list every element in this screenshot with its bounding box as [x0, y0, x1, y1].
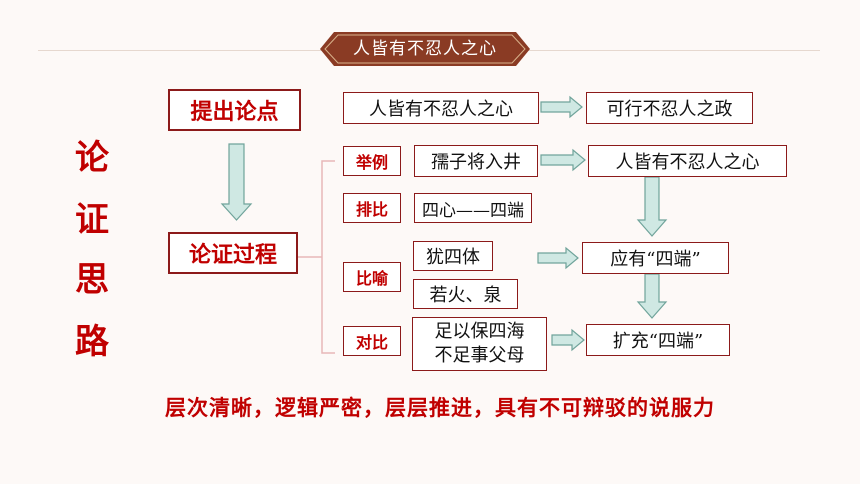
- item-contrast-box: 足以保四海 不足事父母: [412, 317, 547, 371]
- thesis-label-box: 提出论点: [168, 89, 301, 131]
- item-contrast-line-1: 足以保四海: [434, 321, 525, 342]
- conclusion-text: 层次清晰，逻辑严密，层层推进，具有不可辩驳的说服力: [165, 395, 715, 420]
- method-metaphor-label: 比喻: [343, 262, 401, 292]
- result-3-box: 扩充“四端”: [586, 324, 730, 356]
- header-badge-frame: [320, 32, 530, 66]
- side-title-char-1: 论: [75, 138, 109, 178]
- result-1-box: 人皆有不忍人之心: [588, 145, 787, 177]
- header-title: 人皆有不忍人之心: [353, 39, 497, 59]
- argument-label-box: 论证过程: [168, 232, 298, 274]
- down-arrow-result-1: [636, 176, 668, 237]
- thesis-from-box: 人皆有不忍人之心: [343, 92, 539, 124]
- item-metaphor-2-box: 若火、泉: [413, 279, 518, 309]
- item-example-box: 孺子将入井: [414, 145, 538, 177]
- down-arrow-thesis-argument: [220, 143, 253, 221]
- method-contrast-label: 对比: [343, 326, 401, 356]
- item-parallel-box: 四心——四端: [414, 193, 532, 223]
- method-parallel-label: 排比: [343, 193, 401, 223]
- right-arrow-example: [540, 148, 586, 172]
- right-arrow-metaphor: [537, 246, 579, 270]
- side-title-char-4: 路: [75, 322, 109, 362]
- right-arrow-contrast: [551, 328, 585, 352]
- side-title-char-3: 思: [75, 260, 109, 300]
- item-contrast-line-2: 不足事父母: [434, 345, 525, 366]
- side-title-char-2: 证: [75, 200, 109, 240]
- method-example-label: 举例: [343, 146, 401, 176]
- method-bracket: [298, 160, 335, 354]
- result-2-box: 应有“四端”: [582, 242, 729, 274]
- down-arrow-result-2: [636, 273, 668, 319]
- thesis-to-box: 可行不忍人之政: [586, 92, 753, 124]
- right-arrow-thesis: [540, 95, 583, 119]
- item-metaphor-1-box: 犹四体: [413, 241, 493, 271]
